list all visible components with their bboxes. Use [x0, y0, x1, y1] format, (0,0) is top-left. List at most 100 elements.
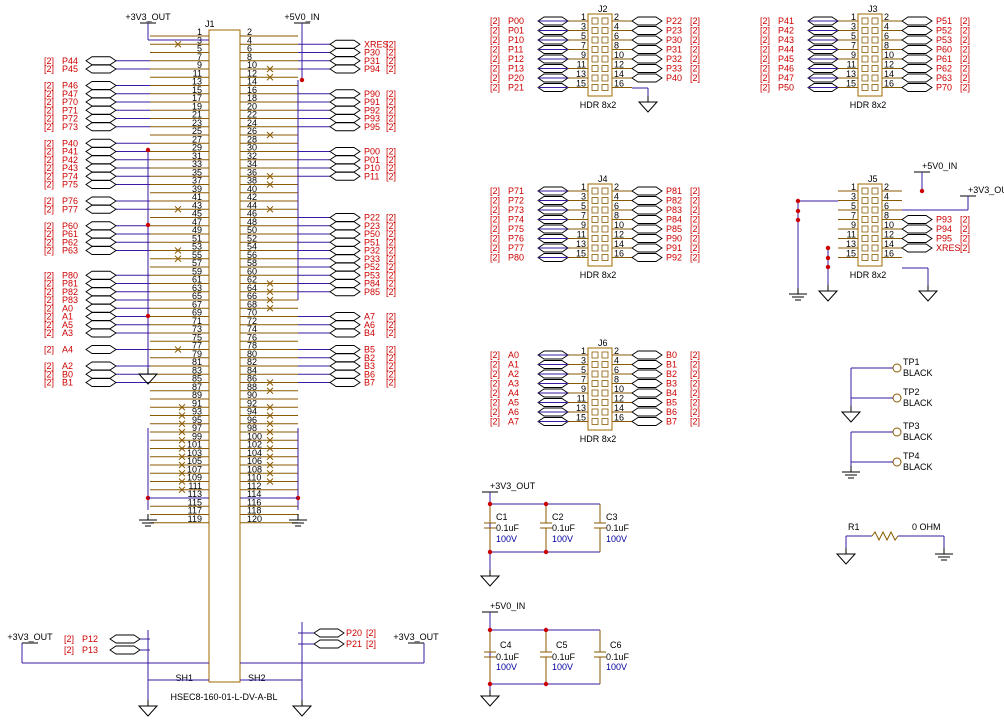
net-label-p23: P23 [364, 221, 380, 231]
net-label-p81: P81 [666, 186, 682, 196]
net-port [631, 16, 663, 26]
pin-pad [601, 46, 609, 53]
no-connect-mark [266, 205, 274, 213]
sheet-ref: [2] [386, 361, 396, 371]
no-connect-mark [178, 453, 186, 461]
net-label-p74: P74 [62, 171, 78, 181]
pin-number: 1 [581, 12, 586, 22]
pin-number: 2 [884, 182, 889, 192]
net-port [901, 215, 933, 224]
sheet-ref: [2] [960, 16, 970, 26]
net-label-p12: P12 [508, 54, 524, 64]
net-port [109, 634, 141, 644]
no-connect-mark [266, 428, 274, 436]
pin-pad [601, 17, 609, 25]
pin-number: 11 [577, 230, 586, 240]
net-port [329, 270, 361, 280]
pin-number: 103 [187, 448, 202, 458]
sheet-ref: [2] [386, 105, 396, 115]
pin-number: 14 [884, 239, 894, 249]
junction-dot [825, 264, 831, 270]
net-port [329, 328, 361, 338]
pin-number: 92 [247, 398, 257, 408]
cap-refdes-c4: C4 [500, 640, 512, 650]
net-port [85, 229, 117, 239]
junction-dot [487, 681, 493, 687]
pin-pad [591, 84, 599, 91]
net-label-p32: P32 [666, 54, 682, 64]
pin-number: 112 [247, 481, 261, 491]
net-label-p45: P45 [778, 54, 794, 64]
pin-pad [591, 65, 599, 72]
pin-number: 15 [576, 413, 586, 423]
pin-pad [601, 235, 609, 242]
pin-number: 12 [614, 60, 624, 70]
net-port [901, 16, 933, 26]
ground-symbol [479, 575, 501, 587]
pin-number: 10 [884, 50, 894, 60]
pin-number: 1 [197, 27, 202, 37]
sheet-ref: [2] [44, 328, 54, 338]
pin-pad [601, 408, 609, 416]
pin-number: 113 [188, 489, 202, 499]
pin-number: 46 [247, 209, 257, 219]
pin-number: 95 [192, 415, 202, 425]
decoupling-capacitors: +3V3_OUTC10.1uF100VC20.1uF100VC30.1uF100… [479, 481, 630, 707]
sheet-ref: [2] [760, 35, 770, 45]
pin-number: 5 [581, 201, 586, 211]
sheet-ref: [2] [44, 221, 54, 231]
pin-number: 43 [192, 200, 202, 210]
sheet-ref: [2] [386, 328, 396, 338]
j1-part-number: HSEC8-160-01-L-DV-A-BL [170, 692, 277, 702]
net-label-p70: P70 [936, 83, 952, 93]
pin-number: 83 [192, 365, 202, 375]
junction-dot [487, 501, 493, 507]
pin-number: 90 [247, 390, 257, 400]
ground-symbol [817, 290, 839, 302]
net-label-p00: P00 [364, 147, 380, 157]
pin-number: 11 [577, 394, 586, 404]
net-port [85, 303, 117, 313]
pin-number: 72 [247, 316, 257, 326]
pin-pad [591, 36, 599, 44]
no-connect-mark [266, 387, 274, 395]
pin-pad [591, 254, 599, 261]
pin-number: 80 [247, 349, 257, 359]
sheet-ref: [2] [690, 417, 700, 427]
net-label-a7: A7 [508, 417, 519, 427]
pin-pad [591, 225, 599, 233]
pin-number: 4 [614, 192, 619, 202]
net-label-a6: A6 [364, 320, 375, 330]
net-label-a4: A4 [62, 345, 73, 355]
cap-value: 0.1uF [496, 523, 520, 533]
net-port [631, 388, 663, 398]
pin-number: 35 [192, 167, 202, 177]
sheet-ref: [2] [386, 279, 396, 289]
pin-number: 4 [247, 35, 252, 45]
pin-number: 118 [247, 506, 261, 516]
net-label-b2: B2 [666, 369, 677, 379]
no-connect-mark [266, 131, 274, 139]
pin-number: 2 [247, 27, 252, 37]
pin-number: 6 [614, 31, 619, 41]
no-connect-mark [266, 172, 274, 180]
pin-pad [861, 197, 869, 204]
pin-number: 4 [614, 356, 619, 366]
pin-pad [601, 197, 609, 204]
pin-number: 4 [884, 22, 889, 32]
pin-pad [591, 197, 599, 204]
sheet-ref: [2] [490, 73, 500, 83]
pin-number: 9 [851, 50, 856, 60]
sheet-ref: [2] [44, 369, 54, 379]
pin-pad [871, 55, 879, 63]
net-port [85, 287, 117, 297]
pin-pad [871, 254, 879, 261]
pin-pad [861, 254, 869, 261]
net-label-p91: P91 [364, 97, 380, 107]
net-label-a5: A5 [62, 320, 73, 330]
net-label-b4: B4 [666, 388, 677, 398]
pin-number: 67 [192, 299, 202, 309]
net-label-p50: P50 [778, 83, 794, 93]
